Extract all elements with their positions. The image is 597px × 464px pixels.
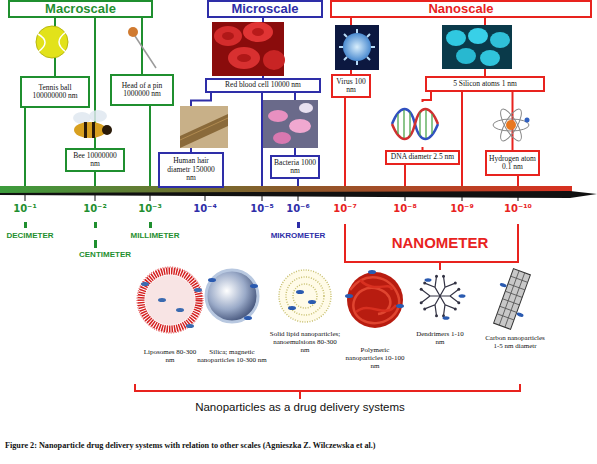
scale-exponent: 10⁻⁵ bbox=[242, 203, 282, 215]
unit-label: NANOMETER bbox=[380, 234, 500, 252]
scale-item-text: Bee 10000000 nm bbox=[69, 152, 121, 169]
scale-exponent: 10⁻⁹ bbox=[442, 203, 482, 215]
bracket-connector bbox=[423, 92, 432, 150]
scale-exponent: 10⁻⁷ bbox=[325, 203, 365, 215]
scale-heading: Macroscale bbox=[45, 2, 116, 16]
scale-item-box: Bacteria 1000 nm bbox=[270, 155, 320, 179]
drug-delivery-bracket bbox=[135, 384, 520, 399]
unit-label: MIKROMETER bbox=[258, 231, 338, 241]
bacteria-image bbox=[262, 100, 318, 148]
bracket-connector bbox=[294, 93, 296, 156]
scale-exponent: 10⁻⁸ bbox=[385, 203, 425, 215]
scale-axis bbox=[0, 186, 597, 201]
bee-image bbox=[73, 110, 112, 138]
liposome-image bbox=[137, 267, 203, 333]
unit-label: Nanoparticles as a drug delivery systems bbox=[150, 400, 450, 414]
bracket-connector bbox=[262, 18, 264, 78]
scale-exponent: 10⁻⁴ bbox=[185, 203, 225, 215]
leader-lines bbox=[25, 92, 518, 190]
bracket-connector bbox=[350, 18, 352, 74]
scale-item-text: Tennis ball 100000000 nm bbox=[24, 84, 86, 101]
nanoparticle-label: Solid lipid nanoparticles; nanoemulsions… bbox=[269, 330, 341, 354]
pin-image bbox=[128, 27, 156, 68]
scale-item-box: Bee 10000000 nm bbox=[65, 148, 125, 172]
scale-exponent: 10⁻⁶ bbox=[278, 203, 318, 215]
scale-header-box: Macroscale bbox=[8, 0, 153, 18]
scale-item-text: Hydrogen atom 0.1 nm bbox=[489, 155, 536, 172]
scale-item-text: Bacteria 1000 nm bbox=[274, 159, 316, 176]
red-blood-cell-image bbox=[212, 22, 285, 76]
human-hair-image bbox=[180, 106, 228, 148]
nanoparticle-label: Dendrimers 1-10 nm bbox=[415, 330, 465, 346]
unit-label: DECIMETER bbox=[0, 231, 65, 241]
scale-item-text: Human hair diametr 150000 nm bbox=[162, 157, 220, 183]
scale-item-box: Human hair diametr 150000 nm bbox=[158, 152, 224, 188]
bracket-connector bbox=[484, 18, 486, 76]
scale-item-text: Head of a pin 1000000 nm bbox=[114, 82, 170, 99]
scale-header-box: Nanoscale bbox=[330, 0, 592, 18]
scale-item-box: DNA diametr 2.5 nm bbox=[385, 150, 460, 165]
nanoparticle-label: Polymeric nanoparticles 10-100 nm bbox=[344, 346, 406, 370]
bracket-connector bbox=[191, 93, 211, 153]
scale-exponent: 10⁻³ bbox=[130, 203, 170, 215]
scale-exponent: 10⁻¹ bbox=[5, 203, 45, 215]
figure-caption: Figure 2: Nanoparticle drug delivery sys… bbox=[5, 441, 595, 451]
scale-item-box: Virus 100 nm bbox=[331, 74, 371, 98]
scale-item-text: Red blood cell 10000 nm bbox=[225, 81, 301, 90]
bracket-connector bbox=[141, 18, 143, 74]
scale-item-text: 5 Silicon atoms 1 nm bbox=[453, 80, 517, 89]
scale-item-box: 5 Silicon atoms 1 nm bbox=[425, 76, 545, 92]
dna-image bbox=[390, 102, 440, 147]
nanoparticle-label: Carbon nanoparticles 1-5 nm diametr bbox=[484, 334, 546, 350]
scale-heading: Nanoscale bbox=[428, 2, 493, 16]
scale-item-text: Virus 100 nm bbox=[335, 78, 367, 95]
tennis-ball-image bbox=[36, 26, 68, 58]
scale-item-box: Tennis ball 100000000 nm bbox=[20, 76, 90, 108]
unit-label: MILLIMETER bbox=[120, 231, 190, 241]
carbon-nanotube-image bbox=[487, 266, 538, 332]
bracket-connector bbox=[512, 92, 514, 150]
scale-item-box: Hydrogen atom 0.1 nm bbox=[485, 150, 540, 176]
silica-nanoparticle-image bbox=[206, 270, 258, 322]
scale-item-box: Red blood cell 10000 nm bbox=[205, 78, 321, 93]
bracket-connector bbox=[94, 18, 96, 148]
virus-image bbox=[335, 25, 379, 70]
scale-heading: Microscale bbox=[231, 2, 298, 16]
dendrimer-image bbox=[420, 275, 466, 320]
nanometer-bracket bbox=[345, 224, 518, 270]
silicon-atoms-image bbox=[442, 25, 512, 69]
unit-label: CENTIMETER bbox=[65, 250, 145, 260]
polymeric-nanoparticle-image bbox=[345, 270, 404, 328]
scale-item-text: DNA diametr 2.5 nm bbox=[391, 153, 454, 162]
scale-item-box: Head of a pin 1000000 nm bbox=[110, 74, 174, 106]
bracket-connector bbox=[54, 18, 56, 76]
scale-exponent: 10⁻² bbox=[75, 203, 115, 215]
unit-markers bbox=[24, 222, 300, 248]
nanoparticle-label: Liposomes 80-300 nm bbox=[139, 348, 201, 364]
scale-header-box: Microscale bbox=[207, 0, 323, 18]
scale-exponent: 10⁻¹⁰ bbox=[495, 203, 541, 215]
hydrogen-atom-image bbox=[493, 106, 530, 143]
solid-lipid-nanoparticle-image bbox=[279, 270, 331, 322]
nanoparticle-label: Silica; magnetic nanoparticles 10-300 nm bbox=[196, 348, 268, 364]
